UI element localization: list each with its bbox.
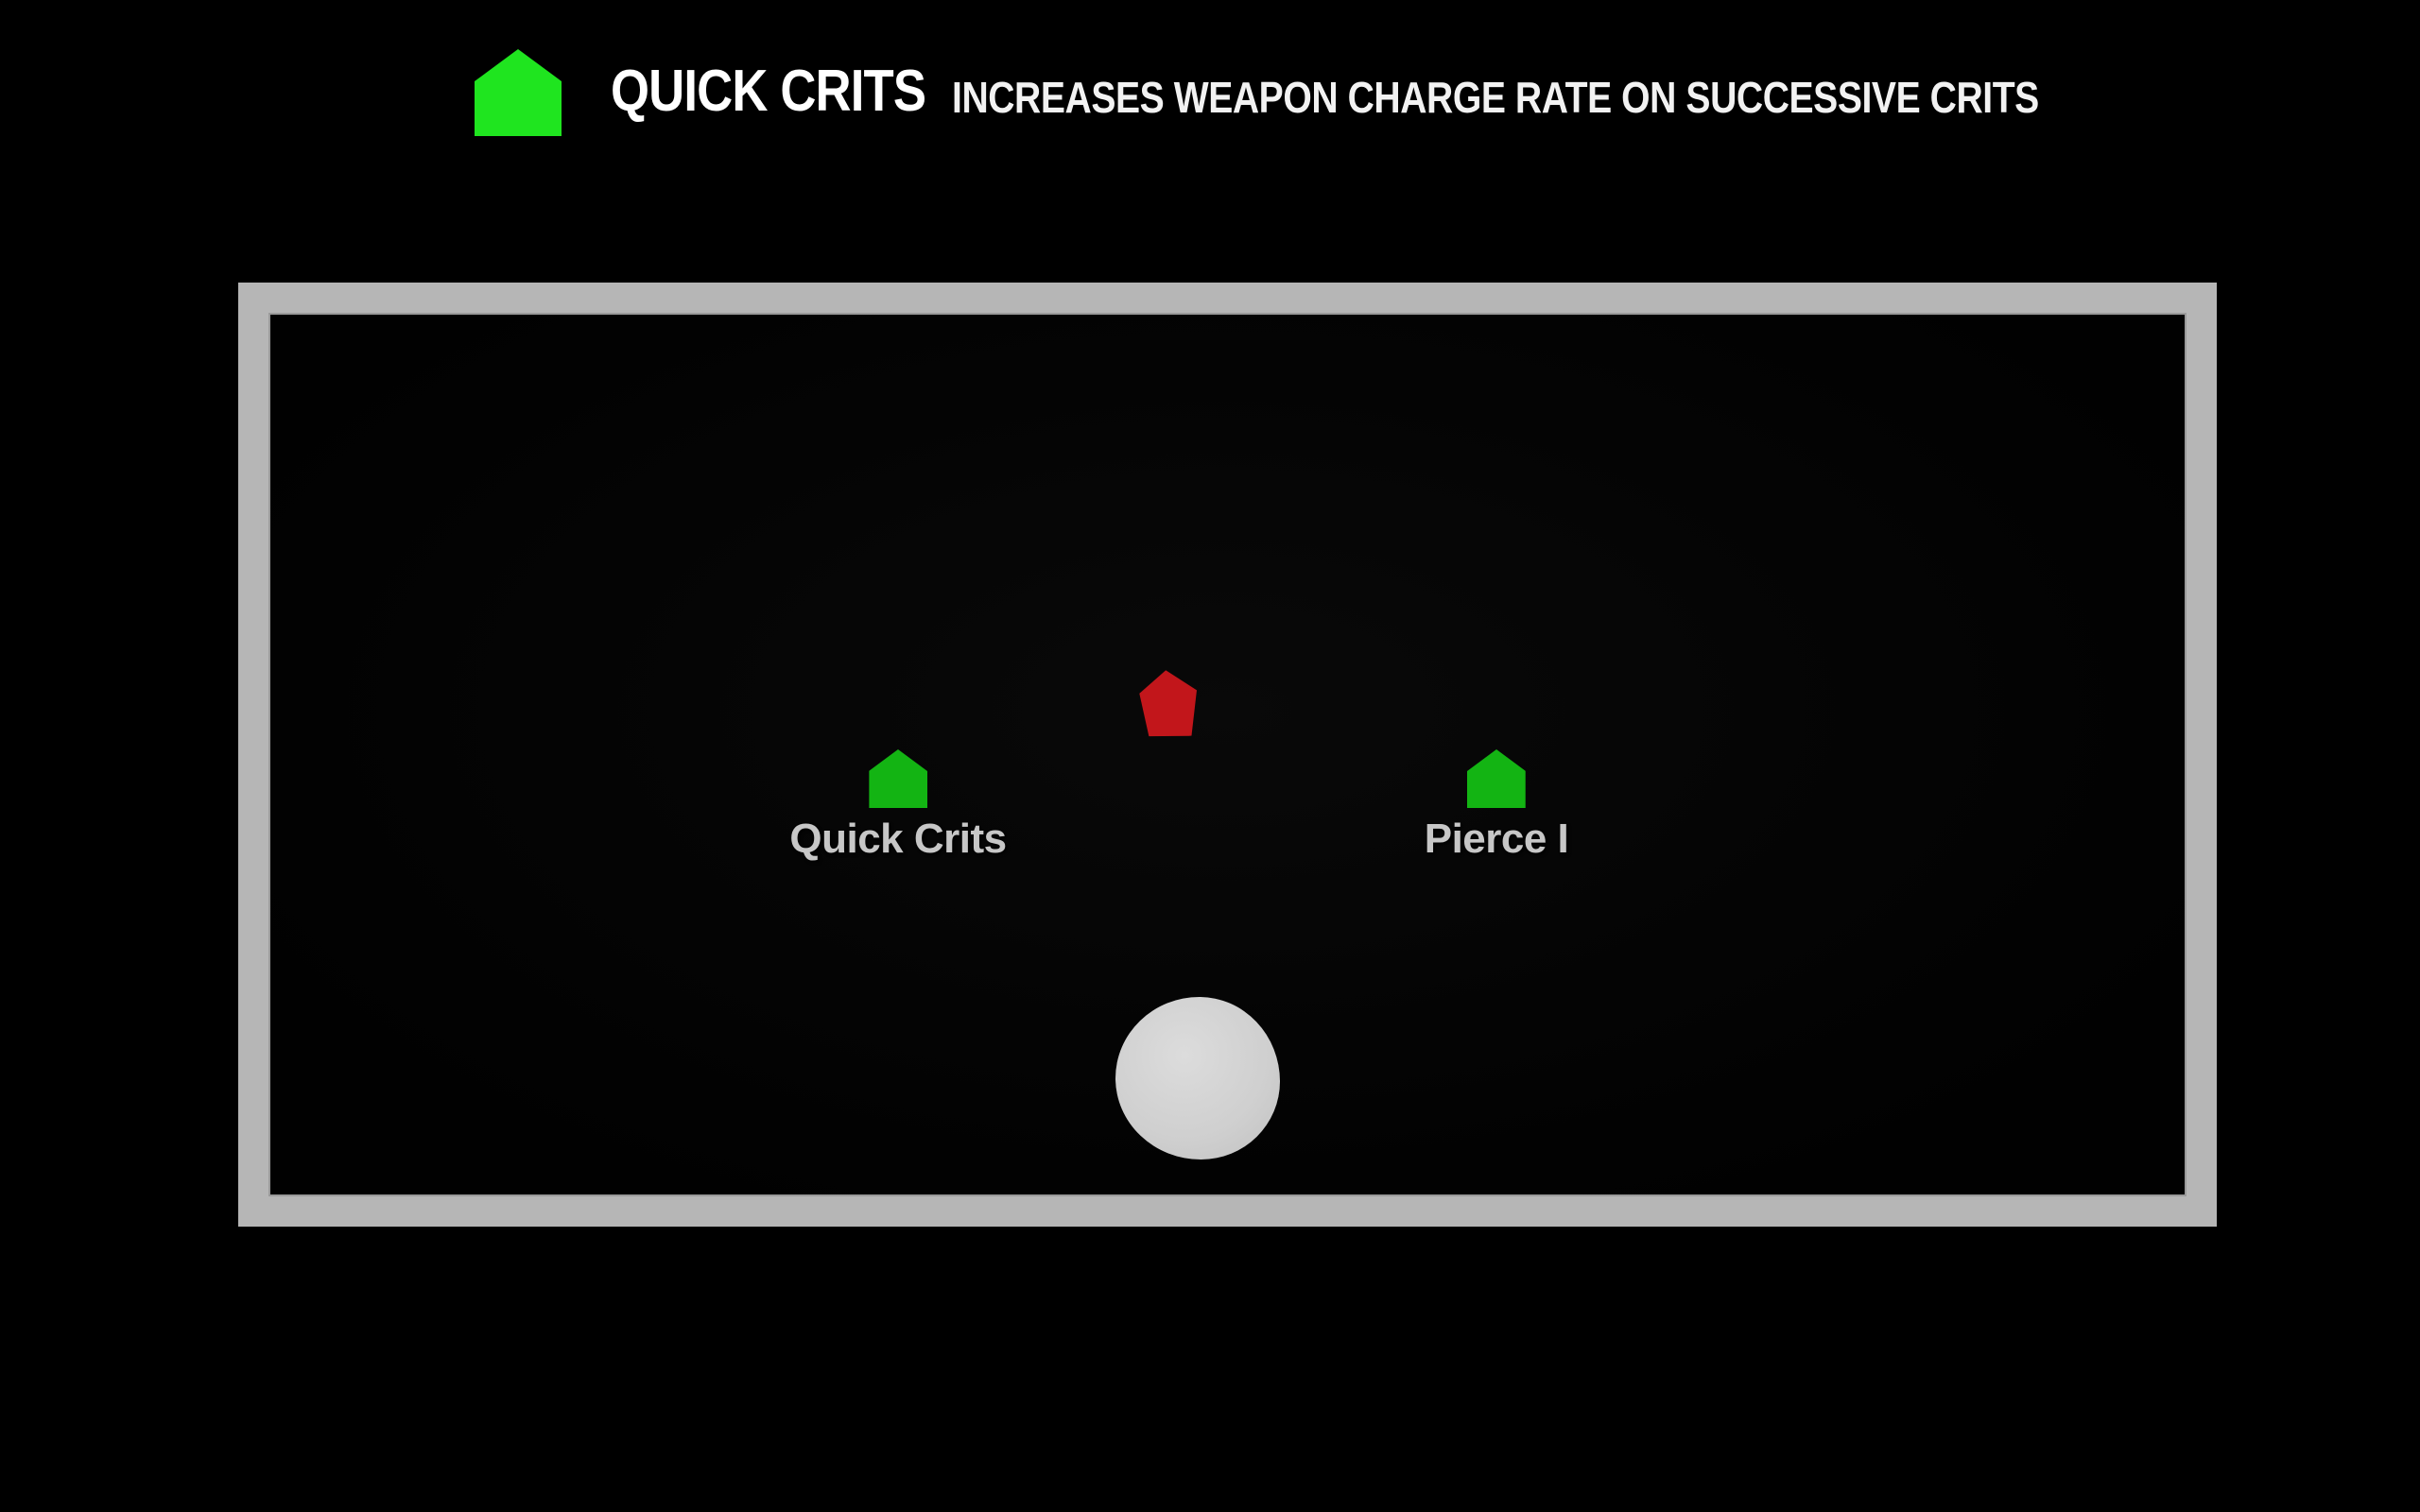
quick-crits-house-icon (475, 49, 562, 136)
enemy-red-pentagon-icon (1134, 667, 1203, 742)
arena: Quick Crits Pierce I (238, 283, 2217, 1227)
pickup-title: QUICK CRITS (611, 59, 926, 124)
pickup-label-quick-crits: Quick Crits (789, 816, 1007, 862)
pickup-banner: QUICK CRITS INCREASES WEAPON CHARGE RATE… (0, 0, 2420, 170)
pierce-pickup-icon (1467, 749, 1526, 808)
pickup-description: INCREASES WEAPON CHARGE RATE ON SUCCESSI… (952, 73, 2039, 122)
quick-crits-pickup-icon (869, 749, 927, 808)
pickup-quick-crits[interactable]: Quick Crits (789, 749, 1007, 863)
pickup-pierce-1[interactable]: Pierce I (1425, 749, 1569, 863)
player-circle (1115, 997, 1280, 1160)
pickup-label-pierce-1: Pierce I (1424, 816, 1569, 862)
